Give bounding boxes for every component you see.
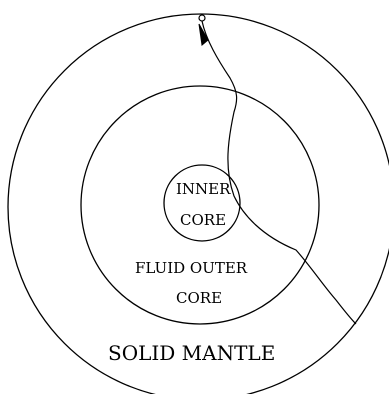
inner-core-label-line1: INNER bbox=[176, 180, 231, 198]
outer-core-label-line2: CORE bbox=[176, 289, 223, 307]
inner-core-label-line2: CORE bbox=[180, 211, 227, 229]
outer-core-boundary-circle bbox=[80, 85, 320, 325]
seismic-ray-path bbox=[201, 20, 357, 325]
source-icon bbox=[198, 14, 206, 22]
inner-core-boundary-circle bbox=[163, 164, 241, 242]
mantle-boundary-circle bbox=[7, 13, 389, 394]
outer-core-label-line1: FLUID OUTER bbox=[135, 259, 248, 277]
ray-arrow-icon bbox=[198, 23, 209, 46]
mantle-label: SOLID MANTLE bbox=[108, 341, 276, 365]
